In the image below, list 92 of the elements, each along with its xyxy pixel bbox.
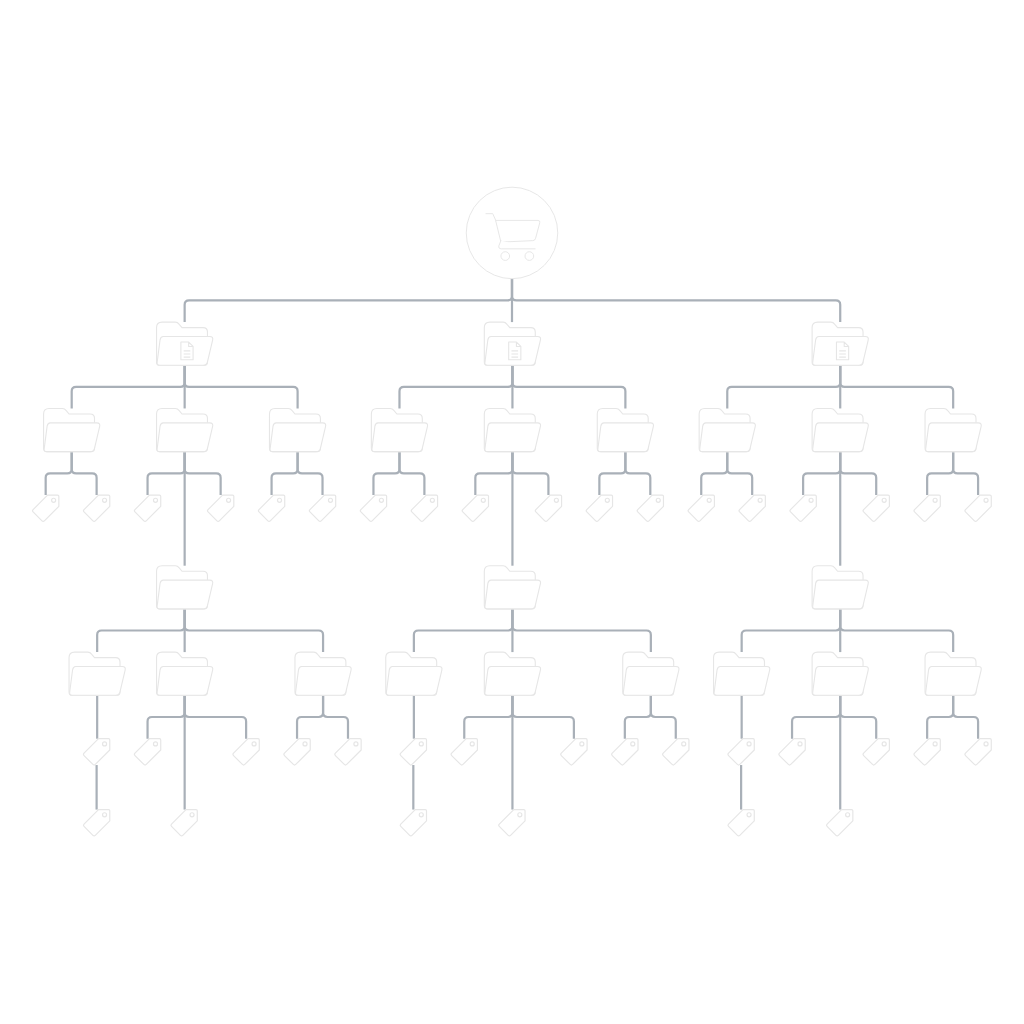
folder-icon	[268, 407, 327, 453]
connector-line	[321, 695, 350, 739]
connector-line	[839, 451, 878, 496]
tag-icon	[585, 494, 614, 522]
tag-icon	[913, 738, 941, 766]
folder-icon	[483, 565, 542, 610]
document-folder-icon	[155, 321, 214, 366]
tag-icon	[308, 494, 337, 522]
connector-line	[398, 451, 426, 496]
connector-line	[412, 695, 415, 739]
tag-icon	[170, 808, 198, 837]
tag-icon	[687, 494, 715, 522]
tag-icon	[778, 738, 806, 766]
connector-line	[649, 695, 677, 739]
connector-line	[839, 695, 878, 739]
tag-icon	[498, 808, 526, 837]
tag-icon	[410, 494, 439, 522]
folder-icon	[811, 565, 869, 610]
tag-icon	[399, 808, 428, 837]
folder-icon	[483, 651, 542, 696]
folder-icon	[155, 651, 214, 696]
tag-icon	[913, 494, 941, 522]
tag-icon	[862, 494, 890, 522]
connector-line	[96, 695, 99, 739]
folder-icon	[811, 651, 869, 696]
folder-icon	[924, 407, 982, 453]
tag-icon	[133, 738, 162, 766]
tag-icon	[82, 494, 111, 522]
connector-line	[511, 365, 627, 409]
connector-line	[740, 695, 743, 739]
folder-icon	[294, 651, 352, 696]
tag-icon	[461, 494, 490, 522]
connector-line	[183, 365, 299, 409]
connector-line	[95, 765, 98, 810]
folder-icon	[698, 407, 756, 453]
tag-icon	[611, 738, 639, 766]
connector-line	[511, 695, 575, 739]
folder-icon	[713, 651, 771, 696]
folder-icon	[385, 651, 443, 696]
tag-icon	[636, 494, 665, 522]
tag-icon	[727, 808, 755, 837]
tag-icon	[534, 494, 563, 522]
connector-line	[726, 451, 754, 496]
connector-line	[511, 608, 652, 653]
document-folder-icon	[483, 321, 542, 366]
folder-icon	[370, 407, 429, 453]
tag-icon	[283, 738, 311, 766]
connector-line	[183, 451, 222, 496]
cart-icon	[465, 186, 559, 280]
connector-line	[839, 365, 955, 409]
tag-icon	[789, 494, 817, 522]
tag-icon	[257, 494, 286, 522]
tag-icon	[964, 494, 992, 522]
tag-icon	[450, 738, 479, 766]
tag-icon	[662, 738, 690, 766]
tag-icon	[399, 738, 428, 766]
folder-icon	[622, 651, 680, 696]
connector-line	[183, 695, 248, 739]
tag-icon	[133, 494, 162, 522]
tag-icon	[727, 738, 755, 766]
folder-icon	[43, 407, 101, 453]
connector-line	[296, 451, 324, 496]
tag-icon	[334, 738, 362, 766]
connector-line	[511, 451, 550, 496]
tag-icon	[964, 738, 992, 766]
connector-line	[952, 451, 980, 496]
folder-icon	[811, 407, 869, 453]
tag-icon	[82, 738, 111, 766]
tag-icon	[862, 738, 890, 766]
tag-icon	[31, 494, 60, 522]
folder-icon	[155, 407, 214, 453]
tag-icon	[82, 808, 111, 837]
folder-icon	[483, 407, 542, 453]
document-folder-icon	[811, 321, 869, 366]
connector-line	[740, 765, 743, 810]
tag-icon	[560, 738, 588, 766]
tag-icon	[359, 494, 388, 522]
tag-icon	[738, 494, 766, 522]
folder-icon	[924, 651, 982, 696]
tag-icon	[232, 738, 260, 766]
connector-line	[839, 608, 955, 653]
tag-icon	[825, 808, 854, 837]
connector-line	[183, 608, 325, 653]
folder-icon	[596, 407, 655, 453]
connector-line	[624, 451, 652, 496]
folder-icon	[68, 651, 126, 696]
connector-line	[70, 451, 98, 496]
folder-icon	[155, 565, 214, 610]
tag-icon	[206, 494, 235, 522]
connector-line	[952, 695, 980, 739]
connector-line	[412, 765, 415, 810]
connector-line	[510, 278, 842, 323]
